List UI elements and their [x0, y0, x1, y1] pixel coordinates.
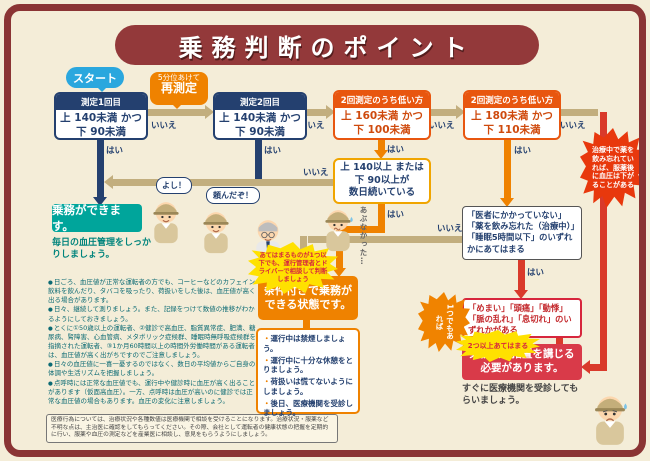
measurement-box-4: 2回測定のうち低い方 上 180未満 かつ 下 110未満: [463, 90, 561, 140]
box4-line2: 下 110未満: [483, 123, 541, 136]
arrow-yes-4: [504, 140, 511, 198]
label-yes: はい: [514, 146, 532, 156]
label-no: いいえ: [560, 121, 586, 131]
label-yes: はい: [106, 146, 124, 156]
box3-line2: 下 100未満: [353, 123, 411, 136]
label-no: いいえ: [437, 224, 463, 234]
blood-pressure-tips: 日ごろ、血圧値が正常な運転者の方でも、コーヒーなどのカフェイン飲料を飲んだり、タ…: [48, 278, 258, 406]
page-title: 乗務判断のポイント: [115, 25, 539, 65]
speech-bubble: 頼んだぞ！: [206, 187, 260, 204]
label-no: いいえ: [299, 121, 325, 131]
measurement-box-1: 測定1回目 上 140未満 かつ 下 90未満: [54, 92, 148, 140]
medication-burst: 治療中で薬を飲み忘れていれば、服薬後に血圧は下がることがある: [580, 128, 646, 208]
arrow-head: [332, 268, 346, 277]
arrow-head: [456, 105, 465, 119]
can-drive-box: 乗務ができます。: [52, 203, 142, 233]
drive-prohibited-note: すぐに医療機関を受診してもらいましょう。: [462, 384, 579, 406]
arrow-head: [104, 175, 113, 189]
can-drive-note: 毎日の血圧管理をしっかりしましょう。: [52, 238, 152, 260]
relieved-driver-character: [325, 210, 353, 252]
tip-item: 点呼時には正常な血圧値でも、運行中や健診時に血圧が高く出ることがあります（仮面高…: [48, 379, 258, 405]
box1-header: 測定1回目: [56, 94, 146, 110]
box4-line1: 上 180未満 かつ: [471, 110, 553, 122]
arrow-yes-2: [255, 140, 262, 182]
measurement-box-3: 2回測定のうち低い方 上 160未満 かつ 下 100未満: [333, 90, 431, 140]
arrow-prohibited-right: [600, 112, 607, 368]
conditional-item: 後日、医療機関を受診しましょう。: [263, 399, 353, 419]
arrow-cond-list: [303, 320, 310, 328]
arrow-head: [205, 105, 214, 119]
arrow-prohibited-right-h: [590, 364, 607, 371]
box4-header: 2回測定のうち低い方: [465, 92, 559, 108]
box3-header: 2回測定のうち低い方: [335, 92, 429, 108]
driver-character-2: [203, 212, 229, 254]
arrow-no-4: [561, 109, 598, 116]
arrow-persist-yes-v1: [378, 204, 385, 230]
label-no: いいえ: [429, 121, 455, 131]
symptom-condition-box: 「めまい」「頭痛」「動悸」「脈の乱れ」「息切れ」のいずれかがある: [462, 298, 582, 338]
arrow-no-2: [307, 109, 326, 116]
label-no: いいえ: [151, 121, 177, 131]
worried-driver-character: [595, 396, 627, 445]
arrow-head: [514, 290, 528, 299]
arrow-head: [326, 105, 335, 119]
conditional-drive-list: 運行中は禁煙しましょう。 運行中に十分な休憩をとりましょう。 荷扱いは慌てないよ…: [256, 328, 360, 417]
tip-item: 日ごろ、血圧値が正常な運転者の方でも、コーヒーなどのカフェイン飲料を飲んだり、タ…: [48, 278, 258, 304]
label-yes: はい: [387, 145, 405, 155]
box2-line2: 下 90未満: [235, 125, 285, 138]
measurement-box-2: 測定2回目 上 140未満 かつ 下 90未満: [213, 92, 307, 140]
label-yes: はい: [527, 268, 545, 278]
box1-line2: 下 90未満: [76, 125, 126, 138]
tip-item: 日々、継続して測りましょう。また、記録をつけて数値の推移がわかるようにしておきま…: [48, 305, 258, 323]
arrow-doctor-no-h: [308, 236, 462, 243]
arrow-no-1: [148, 109, 205, 116]
persist-line3: 数日続いている: [348, 187, 416, 199]
arrow-persist-no: [113, 179, 333, 186]
tip-item: 日々の血圧値に一喜一憂するのではなく、数日の平均値からご自身の体調や生活リズムを…: [48, 360, 258, 378]
label-yes: はい: [387, 210, 405, 220]
box2-line1: 上 140未満 かつ: [219, 112, 301, 124]
tip-item: とくに①50歳以上の運転者、②健診で高血圧、脂質異常症、肥満、糖尿病、腎障害、心…: [48, 324, 258, 359]
label-yes: はい: [264, 146, 282, 156]
start-bubble: スタート: [66, 67, 124, 92]
one-symptom-burst-text: 1つでもあれば: [435, 304, 455, 340]
remeasure-line1: 5分位あけて: [157, 73, 201, 82]
arrow-symptom-down-right: [556, 338, 563, 344]
arrow-yes-1: [97, 140, 104, 197]
arrow-yes-3: [378, 140, 385, 152]
arrow-persist-yes-h: [336, 226, 385, 233]
remeasure-line2: 再測定: [160, 81, 197, 96]
persist-line2: 下 90以上が: [354, 174, 410, 186]
box2-header: 測定2回目: [215, 94, 305, 110]
conditional-item: 運行中は禁煙しましょう。: [263, 334, 353, 354]
driver-character-1: [153, 202, 179, 244]
remeasure-bubble: 5分位あけて 再測定: [150, 72, 208, 109]
box1-line1: 上 140未満 かつ: [60, 112, 142, 124]
arrow-head: [500, 198, 514, 207]
box3-line1: 上 160未満 かつ: [341, 110, 423, 122]
conditional-item: 運行中に十分な休憩をとりましょう。: [263, 356, 353, 376]
doctor-condition-box: 「医者にかかっていない」「薬を飲み忘れた（治療中）」「睡眠5時間以下」のいずれか…: [462, 206, 582, 260]
speech-text-vertical: あぶなかった…: [359, 206, 368, 266]
speech-bubble: よし！: [156, 177, 192, 194]
arrow-head: [93, 197, 107, 206]
arrow-no-3: [431, 109, 456, 116]
arrow-head: [581, 360, 590, 374]
label-no: いいえ: [303, 168, 329, 178]
arrow-head: [374, 150, 388, 159]
disclaimer-note: 医療行為については、治療状況や各種数値は医療機関で相談を受けることになります。治…: [46, 414, 338, 443]
persist-line1: 上 140以上 または: [340, 161, 424, 173]
persist-box: 上 140以上 または 下 90以上が 数日続いている: [333, 158, 431, 204]
arrow-doctor-yes: [518, 260, 525, 292]
conditional-item: 荷扱いは慌てないようにしましょう。: [263, 377, 353, 397]
